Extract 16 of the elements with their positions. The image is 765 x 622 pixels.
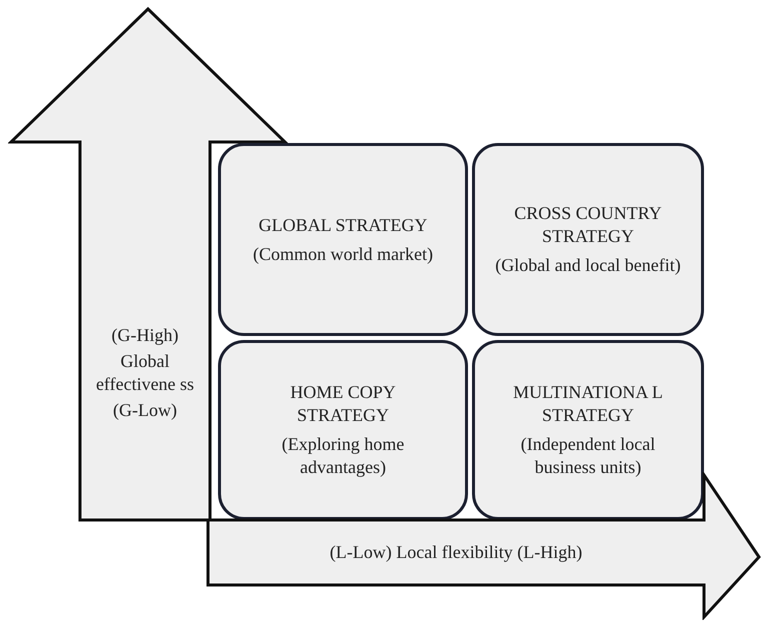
strategy-title: CROSS COUNTRY STRATEGY — [513, 202, 663, 248]
axis-label: (G-High) — [112, 324, 178, 347]
axis-label: (G-Low) — [113, 399, 177, 422]
axis-label: (L-Low) Local flexibility (L-High) — [330, 541, 582, 564]
strategy-box — [218, 340, 468, 520]
strategy-description: (Common world market) — [252, 242, 434, 266]
strategy-title: HOME COPY STRATEGY — [289, 381, 397, 427]
strategy-title: MULTINATIONA L STRATEGY — [512, 381, 664, 427]
axis-label: Global effectivene ss — [95, 350, 195, 396]
strategy-description: (Exploring home advantages) — [280, 433, 406, 479]
strategy-title: GLOBAL STRATEGY — [258, 214, 428, 236]
strategy-description: (Global and local benefit) — [494, 254, 682, 277]
strategy-box — [472, 340, 704, 520]
strategy-box — [218, 143, 468, 336]
strategy-box — [472, 143, 704, 336]
strategy-description: (Independent local business units) — [520, 433, 656, 479]
